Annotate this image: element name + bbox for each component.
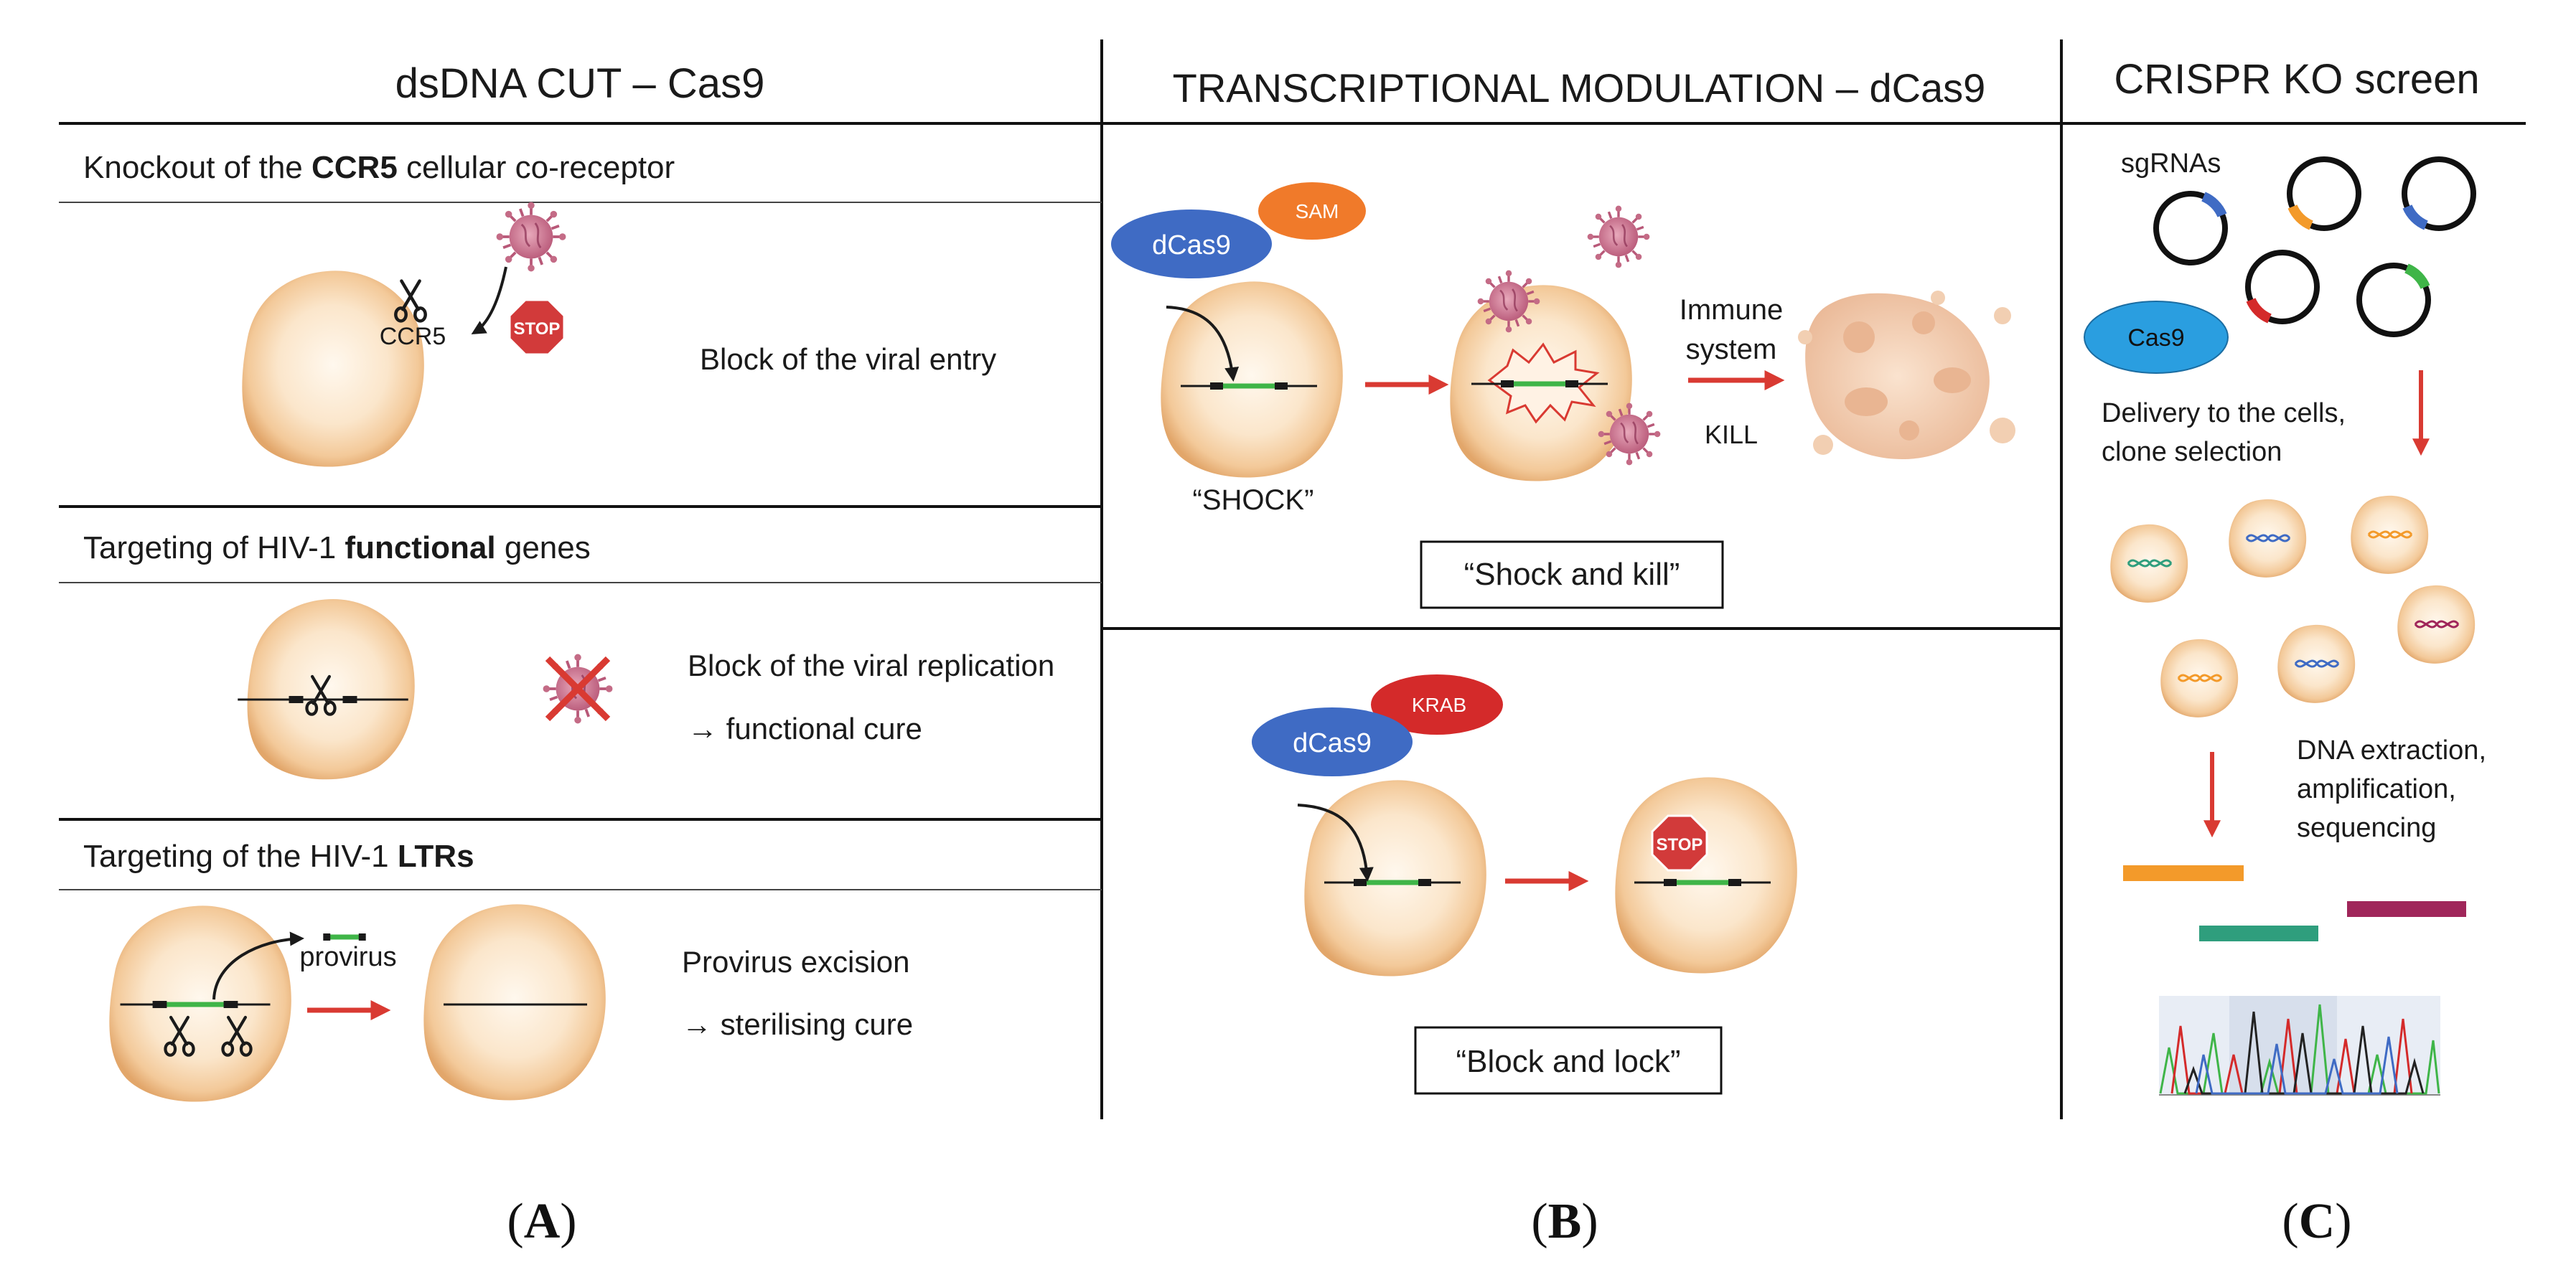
- excised-provirus: [323, 933, 366, 941]
- plasmid-4: [2248, 253, 2317, 321]
- sam-ellipse: [1258, 182, 1366, 240]
- entry-arrow: [471, 266, 507, 335]
- plasmid-2: [2290, 159, 2359, 228]
- panel-label-c-open: (: [2282, 1194, 2298, 1249]
- ccr5-label: CCR5: [380, 323, 446, 350]
- amplicon-purple: [2347, 901, 2466, 917]
- cas9-ellipse: [2084, 301, 2229, 374]
- dna-functional: [238, 696, 408, 703]
- row1-title-pre: Knockout of the: [83, 150, 312, 185]
- dcas9-target-arrow-lock: [1297, 804, 1374, 882]
- virus-icon: [495, 200, 568, 273]
- shock-caption: “Shock and kill”: [1464, 557, 1680, 592]
- row2-title-pre: Targeting of HIV-1: [83, 530, 345, 565]
- clone-cell-1: [2110, 524, 2188, 603]
- cell-lock-2: [1615, 777, 1797, 974]
- dcas9-label-shock: dCas9: [1152, 230, 1231, 260]
- row3-title-pre: Targeting of the HIV-1: [83, 839, 398, 874]
- kill-label: KILL: [1705, 420, 1758, 449]
- dead-cell: [1798, 291, 2015, 459]
- amplicon-orange: [2123, 865, 2244, 881]
- plasmid-3: [2404, 159, 2473, 228]
- panel-label-c: (C): [2282, 1194, 2351, 1249]
- dcas9-label-lock: dCas9: [1293, 728, 1372, 758]
- cell-functional: [247, 598, 415, 780]
- cell-lock-1: [1304, 780, 1486, 977]
- clone-cell-3: [2351, 495, 2429, 574]
- excision-arrow: [212, 931, 304, 1000]
- clone-cell-4: [2397, 585, 2476, 664]
- sub-lines: [59, 202, 1102, 890]
- dcas9-ellipse-shock: [1111, 210, 1272, 278]
- dna-text-1: DNA extraction,: [2297, 735, 2486, 766]
- header-panel-b: TRANSCRIPTIONAL MODULATION – dCas9: [1173, 65, 1986, 110]
- panel-label-b-open: (: [1531, 1194, 1547, 1249]
- panel-label-a-open: (: [507, 1194, 523, 1249]
- dcas9-target-arrow-shock: [1166, 306, 1240, 382]
- panel-label-c-letter: C: [2299, 1194, 2336, 1249]
- clone-cell-5: [2160, 639, 2239, 717]
- dna-text-3: sequencing: [2297, 813, 2436, 843]
- row3-description-2: → sterilising cure: [682, 1007, 913, 1041]
- dna-text-2: amplification,: [2297, 774, 2456, 804]
- krab-label: KRAB: [1412, 694, 1466, 716]
- row1-title-post: cellular co-receptor: [398, 150, 675, 185]
- sam-label: SAM: [1296, 200, 1339, 222]
- dcas9-ellipse-lock: [1252, 707, 1413, 776]
- row3-description-1: Provirus excision: [682, 945, 909, 979]
- sgrnas-label: sgRNAs: [2121, 149, 2221, 179]
- row2-title-post: genes: [496, 530, 591, 565]
- panel-label-a-close: ): [560, 1194, 576, 1249]
- row2-title-bold: functional: [345, 530, 495, 565]
- plasmid-5: [2359, 265, 2428, 334]
- stop-sign-text-row1: STOP: [514, 319, 561, 339]
- header-panel-c: CRISPR KO screen: [2114, 56, 2479, 103]
- immune-label-1: Immune: [1680, 294, 1784, 326]
- panel-label-a-letter: A: [524, 1194, 561, 1249]
- row1-title: Knockout of the CCR5 cellular co-recepto…: [83, 150, 675, 185]
- sequencing-chromatogram: [2159, 996, 2440, 1096]
- row1-description: Block of the viral entry: [700, 342, 996, 376]
- lock-caption: “Block and lock”: [1456, 1044, 1680, 1079]
- shock-label: “SHOCK”: [1193, 484, 1314, 516]
- shock-caption-box: [1420, 540, 1724, 609]
- header-panel-a: dsDNA CUT – Cas9: [395, 60, 765, 107]
- provirus-label: provirus: [299, 942, 396, 972]
- delivery-text-2: clone selection: [2102, 437, 2282, 467]
- cell-cured: [423, 904, 606, 1101]
- row2-title: Targeting of HIV-1 functional genes: [83, 530, 591, 565]
- row3-title: Targeting of the HIV-1 LTRs: [83, 839, 474, 874]
- row2-description-2: → functional cure: [688, 712, 922, 745]
- krab-ellipse: [1371, 674, 1503, 735]
- row1-title-bold: CCR5: [312, 150, 398, 185]
- virus-b1-icon: [1476, 268, 1542, 334]
- amplicon-green: [2199, 926, 2318, 941]
- stop-sign-text-lock: STOP: [1657, 835, 1703, 855]
- row3-title-bold: LTRs: [398, 839, 474, 874]
- layout-lines: [59, 39, 2526, 1119]
- cas9-label: Cas9: [2127, 324, 2184, 352]
- panel-label-b: (B): [1531, 1194, 1598, 1249]
- panel-label-b-close: ): [1581, 1194, 1598, 1249]
- crossed-virus-icon: [541, 652, 614, 725]
- virus-b3-icon: [1596, 401, 1662, 467]
- cell-ccr5: [242, 270, 424, 467]
- virus-b2-icon: [1586, 204, 1652, 270]
- panel-label-a: (A): [507, 1194, 576, 1249]
- clone-cell-2: [2229, 499, 2307, 578]
- immune-label-2: system: [1686, 334, 1777, 365]
- row2-description-1: Block of the viral replication: [688, 649, 1054, 682]
- panel-label-b-letter: B: [1548, 1194, 1582, 1249]
- lock-caption-box: [1414, 1026, 1723, 1095]
- plasmid-1: [2156, 194, 2225, 263]
- delivery-text-1: Delivery to the cells,: [2102, 398, 2346, 428]
- panel-label-c-close: ): [2335, 1194, 2351, 1249]
- clone-cell-6: [2277, 624, 2356, 703]
